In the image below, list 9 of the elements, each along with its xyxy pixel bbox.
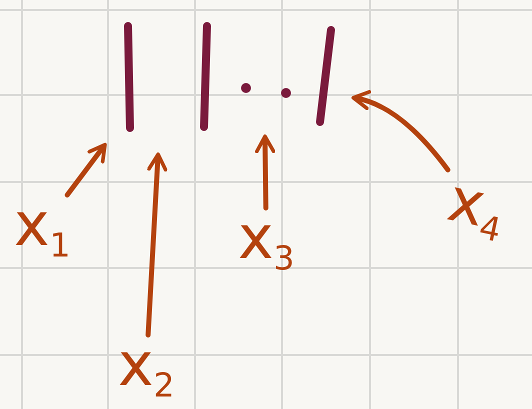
variable-label: x$_{2}$ [118, 335, 175, 402]
variable-label: x$_{4}$ [442, 170, 511, 247]
arrow [146, 152, 168, 338]
arrow [255, 134, 276, 210]
variable-label: x$_{3}$ [238, 208, 295, 275]
arrow [64, 142, 107, 198]
arrow [352, 90, 450, 172]
variable-label: x$_{1}$ [14, 195, 71, 262]
bars-and-dots-drawing [122, 20, 336, 134]
